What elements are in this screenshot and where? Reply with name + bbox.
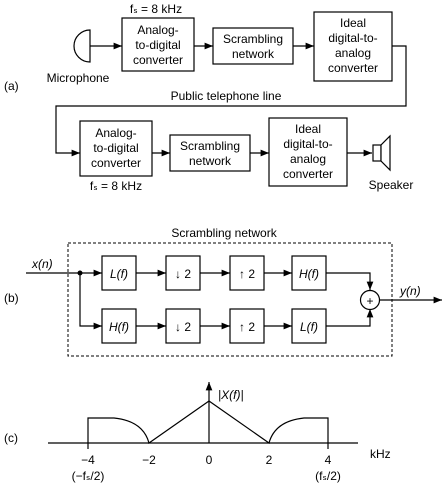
adc-top-l3: converter: [133, 53, 183, 67]
bottom-upsample-label: ↑ 2: [239, 320, 255, 334]
output-label: y(n): [399, 284, 421, 298]
bottom-filter-1: [101, 308, 137, 344]
scrambler-bottom-l1: Scrambling: [180, 139, 240, 153]
scrambler-title: Scrambling network: [171, 226, 277, 240]
adc-top-l2: to-digital: [135, 38, 180, 52]
microphone-icon: [73, 29, 91, 63]
adc-box-top: [121, 17, 195, 72]
dac-bottom-l2: digital-to-: [283, 137, 332, 151]
panel-b-label: (b): [4, 291, 19, 305]
top-filter-2: [291, 255, 327, 291]
tick-label-m2: −2: [142, 453, 156, 467]
bottom-downsample: [165, 308, 201, 344]
panel-a-label: (a): [4, 79, 19, 93]
adc-bottom-l3: converter: [91, 156, 141, 170]
adc-bottom-l2: to-digital: [93, 141, 138, 155]
sample-rate-top: fₛ = 8 kHz: [130, 2, 182, 16]
top-wire-to-sum: [326, 272, 374, 290]
dac-bottom-l4: converter: [283, 167, 333, 181]
dac-top-l3: analog: [335, 46, 371, 60]
bottom-downsample-label: ↓ 2: [175, 320, 191, 334]
tick-label-m4: −4: [81, 453, 95, 467]
scrambler-box-top: [212, 27, 294, 65]
scrambler-top-l1: Scrambling: [223, 32, 283, 46]
adc-bottom-l1: Analog-: [95, 126, 136, 140]
adc-top-l1: Analog-: [137, 23, 178, 37]
bottom-filter-2-label: L(f): [300, 320, 318, 334]
bottom-filter-1-label: H(f): [109, 320, 129, 334]
bottom-wire-to-sum: [326, 309, 374, 327]
dac-box-top: [313, 11, 393, 82]
spectrum-curve: [87, 400, 329, 444]
speaker-label: Speaker: [369, 178, 414, 192]
speaker-icon: [372, 134, 391, 172]
dac-bottom-l1: Ideal: [295, 122, 321, 136]
dac-top-l2: digital-to-: [328, 31, 377, 45]
scrambler-bottom-l2: network: [189, 154, 232, 168]
sum-node: [359, 289, 381, 311]
panel-c-label: (c): [4, 431, 18, 445]
top-filter-1-label: L(f): [110, 267, 128, 281]
dac-top-l1: Ideal: [340, 16, 366, 30]
freq-unit-label: kHz: [370, 447, 391, 461]
magnitude-label: |X(f)|: [218, 388, 244, 402]
top-upsample-label: ↑ 2: [239, 267, 255, 281]
split-wire: [79, 273, 102, 330]
adc-box-bottom: [79, 120, 153, 177]
microphone-label: Microphone: [47, 71, 110, 85]
top-filter-2-label: H(f): [299, 267, 319, 281]
telephone-line-label: Public telephone line: [171, 89, 282, 103]
sample-rate-bottom: fₛ = 8 kHz: [90, 179, 142, 193]
tick-label-p4: 4: [325, 453, 332, 467]
sum-sign: +: [366, 294, 373, 308]
input-label: x(n): [31, 257, 53, 271]
dac-box-bottom: [268, 117, 348, 187]
dac-bottom-l3: analog: [290, 152, 326, 166]
tick-note-pos: (fₛ/2): [315, 469, 341, 483]
tick-label-0: 0: [206, 453, 213, 467]
dac-top-l4: converter: [328, 61, 378, 75]
tick-note-neg: (−fₛ/2): [72, 469, 105, 483]
scrambler-top-l2: network: [232, 47, 275, 61]
telephone-line: [55, 45, 407, 157]
tick-label-p2: 2: [266, 453, 273, 467]
top-downsample-label: ↓ 2: [175, 267, 191, 281]
